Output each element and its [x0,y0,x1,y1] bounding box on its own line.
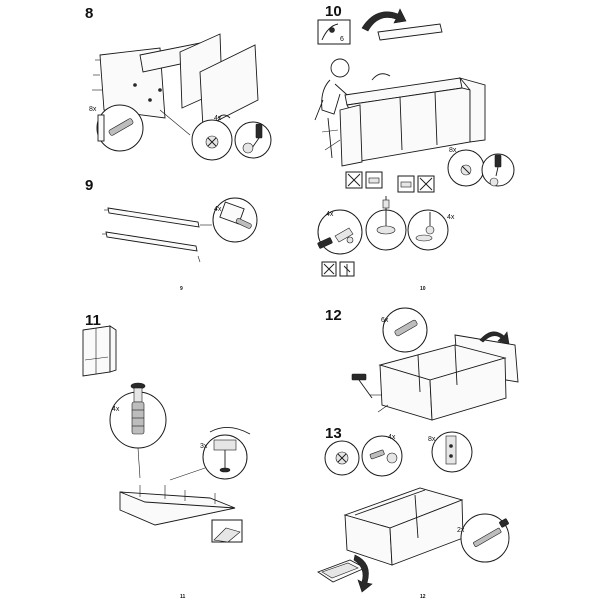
long-screw-magnifier: 2x [457,513,510,563]
no-power-drill-icon [321,261,355,277]
screwdriver-icon [317,237,333,249]
leg-assembly-magnifier: 4x [109,382,167,479]
step-11-number: 11 [85,312,101,329]
wardrobe-icon [82,325,117,377]
bracket-magnifier: 4x [317,209,363,255]
step-9-rails [102,207,212,263]
step-13-cam-magnifier [324,440,360,476]
page-number-10: 10 [420,286,426,292]
step-12-bracket-magnifier: 8x [428,431,473,473]
step-10-cabinet [321,73,486,167]
foot-screw-magnifier: 4x [407,209,455,251]
screwdriver-icon [494,154,502,177]
rail-dowel-magnifier: 4x [212,197,258,243]
corner-detail [211,519,243,543]
step-10-cam-magnifier: 8x [447,147,485,187]
step-13: 13 4x 8x [317,425,510,593]
step-9: 9 4x [85,177,258,263]
rail-upper [107,207,200,228]
step-8: 8 8x 4x [85,5,272,161]
rail-dowel-count: 4x [214,206,222,213]
step-10-orientation-icons [345,171,435,193]
rotate-arrow-icon [353,554,373,593]
step-10-cam-count: 8x [449,147,457,154]
base-screw-magnifier: 3x [169,427,251,481]
step-8-number: 8 [85,5,93,22]
step-9-number: 9 [85,177,93,194]
dowel-icon [394,319,418,337]
leg-magnifier [365,196,407,251]
step-8-frame [92,33,259,136]
step-13-carcass [343,487,464,566]
cam-lock-turn-magnifier [234,121,272,159]
end-board [339,104,363,167]
screwdriver-icon [251,123,263,149]
bracket-count: 4x [326,211,334,218]
page-number-11: 11 [180,594,186,600]
dowel-magnifier: 8x [89,104,144,152]
step-12-number: 12 [325,307,342,324]
step-13-number: 13 [325,425,342,442]
carcass-side [429,357,507,421]
page-number-12: 12 [420,594,426,600]
step-13-screw-magnifier: 4x [361,434,403,477]
flat-panel [377,23,443,41]
step-12-dowel-count: 6x [381,317,389,324]
step-12-bracket-count: 8x [428,436,436,443]
cam-lock-magnifier: 4x [191,114,233,161]
dowel-count: 8x [89,106,97,113]
two-person-icon: 6 [317,19,351,45]
dowel-icon [108,118,134,136]
step-11: 11 4x 3x [82,312,251,543]
hammer-icon [351,373,373,399]
step-10-screwdriver-magnifier [481,153,515,187]
dowel-icon [235,218,252,229]
page-number-9: 9 [180,286,183,292]
long-screw-count: 2x [457,527,465,534]
screwdriver-icon [473,518,509,548]
base-board [119,485,236,526]
cam-lock-icon [460,164,472,176]
persons-count: 6 [340,36,344,43]
rotate-arrow-icon [479,331,510,345]
step-12: 12 6x [325,307,519,421]
rail-lower [105,231,198,252]
lift-arrow [371,73,391,81]
side-board [458,77,486,143]
leg-count: 4x [112,406,120,413]
cam-lock-icon [335,451,349,465]
step-10: 10 6 [314,3,515,277]
person-illustration [314,58,356,159]
step-12-carcass [370,344,507,421]
step-10-number: 10 [325,3,342,20]
step-13-screw-count: 4x [388,434,396,441]
cam-lock-icon [205,135,219,149]
cam-lock-count: 4x [214,115,222,122]
drawer-icon [317,554,373,593]
step-12-dowel-magnifier: 6x [381,307,428,353]
back-panel [199,44,259,129]
rotate-arrow-icon [361,8,407,32]
base-screw-count: 3x [200,443,208,450]
foot-screw-count: 4x [447,214,455,221]
